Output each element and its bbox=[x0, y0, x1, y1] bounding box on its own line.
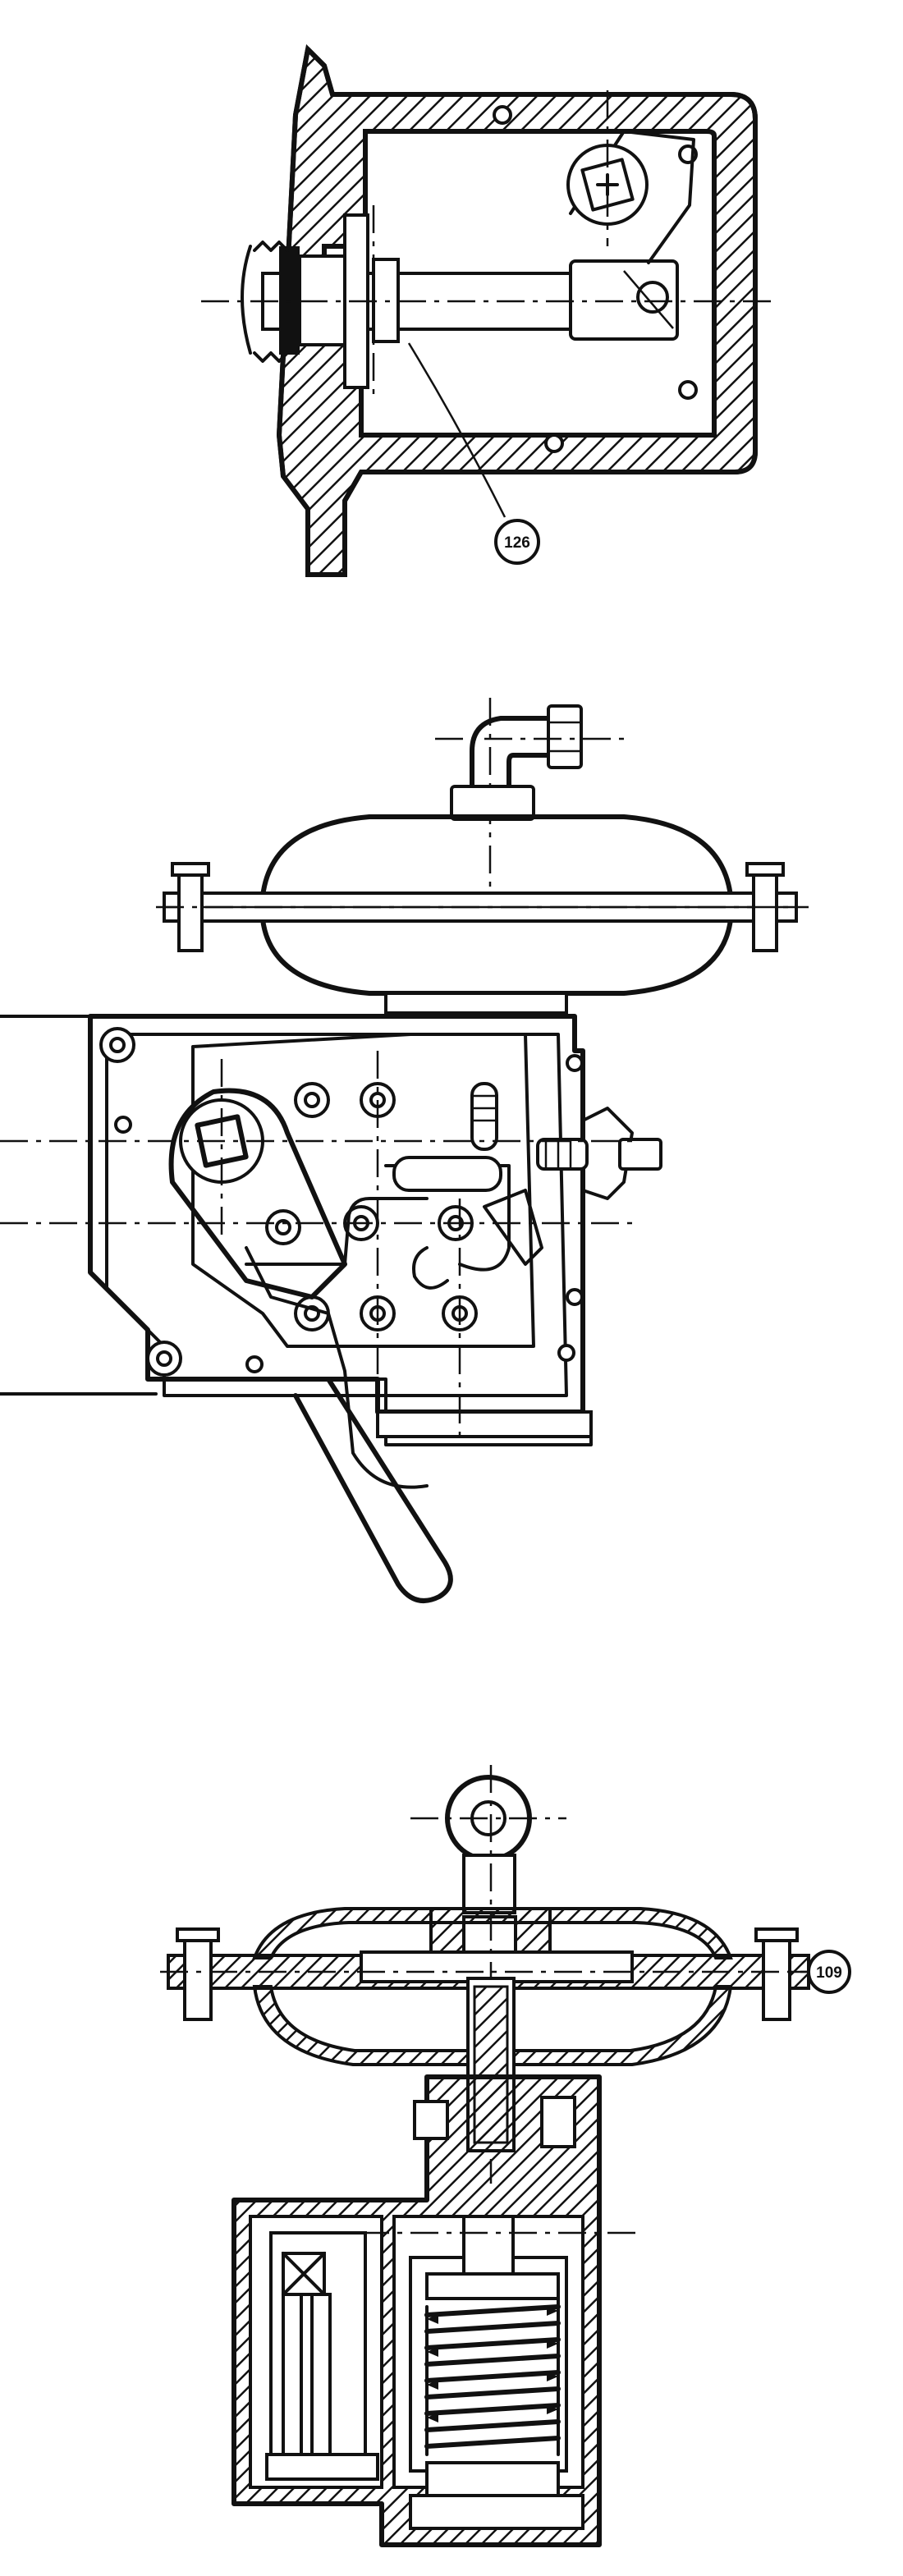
callout-balloon-126: 126 bbox=[494, 519, 540, 565]
callout-balloon-109: 109 bbox=[807, 1950, 851, 1994]
compression-spring bbox=[409, 2215, 584, 2530]
front-view-actuator bbox=[0, 673, 903, 1642]
section-view-housing: 126 bbox=[0, 0, 903, 607]
valve-body-section bbox=[231, 2074, 602, 2547]
callout-label-109: 109 bbox=[816, 1964, 842, 1982]
sectional-view-spring: 109 bbox=[0, 1740, 903, 2561]
eye-fitting bbox=[445, 1775, 532, 1914]
elbow-fitting bbox=[470, 704, 583, 795]
hand-lever bbox=[293, 1377, 453, 1603]
callout-label-126: 126 bbox=[504, 534, 530, 552]
side-fitting bbox=[536, 1107, 662, 1200]
linkage-housing bbox=[88, 1014, 593, 1446]
diaphragm-case bbox=[163, 814, 798, 996]
